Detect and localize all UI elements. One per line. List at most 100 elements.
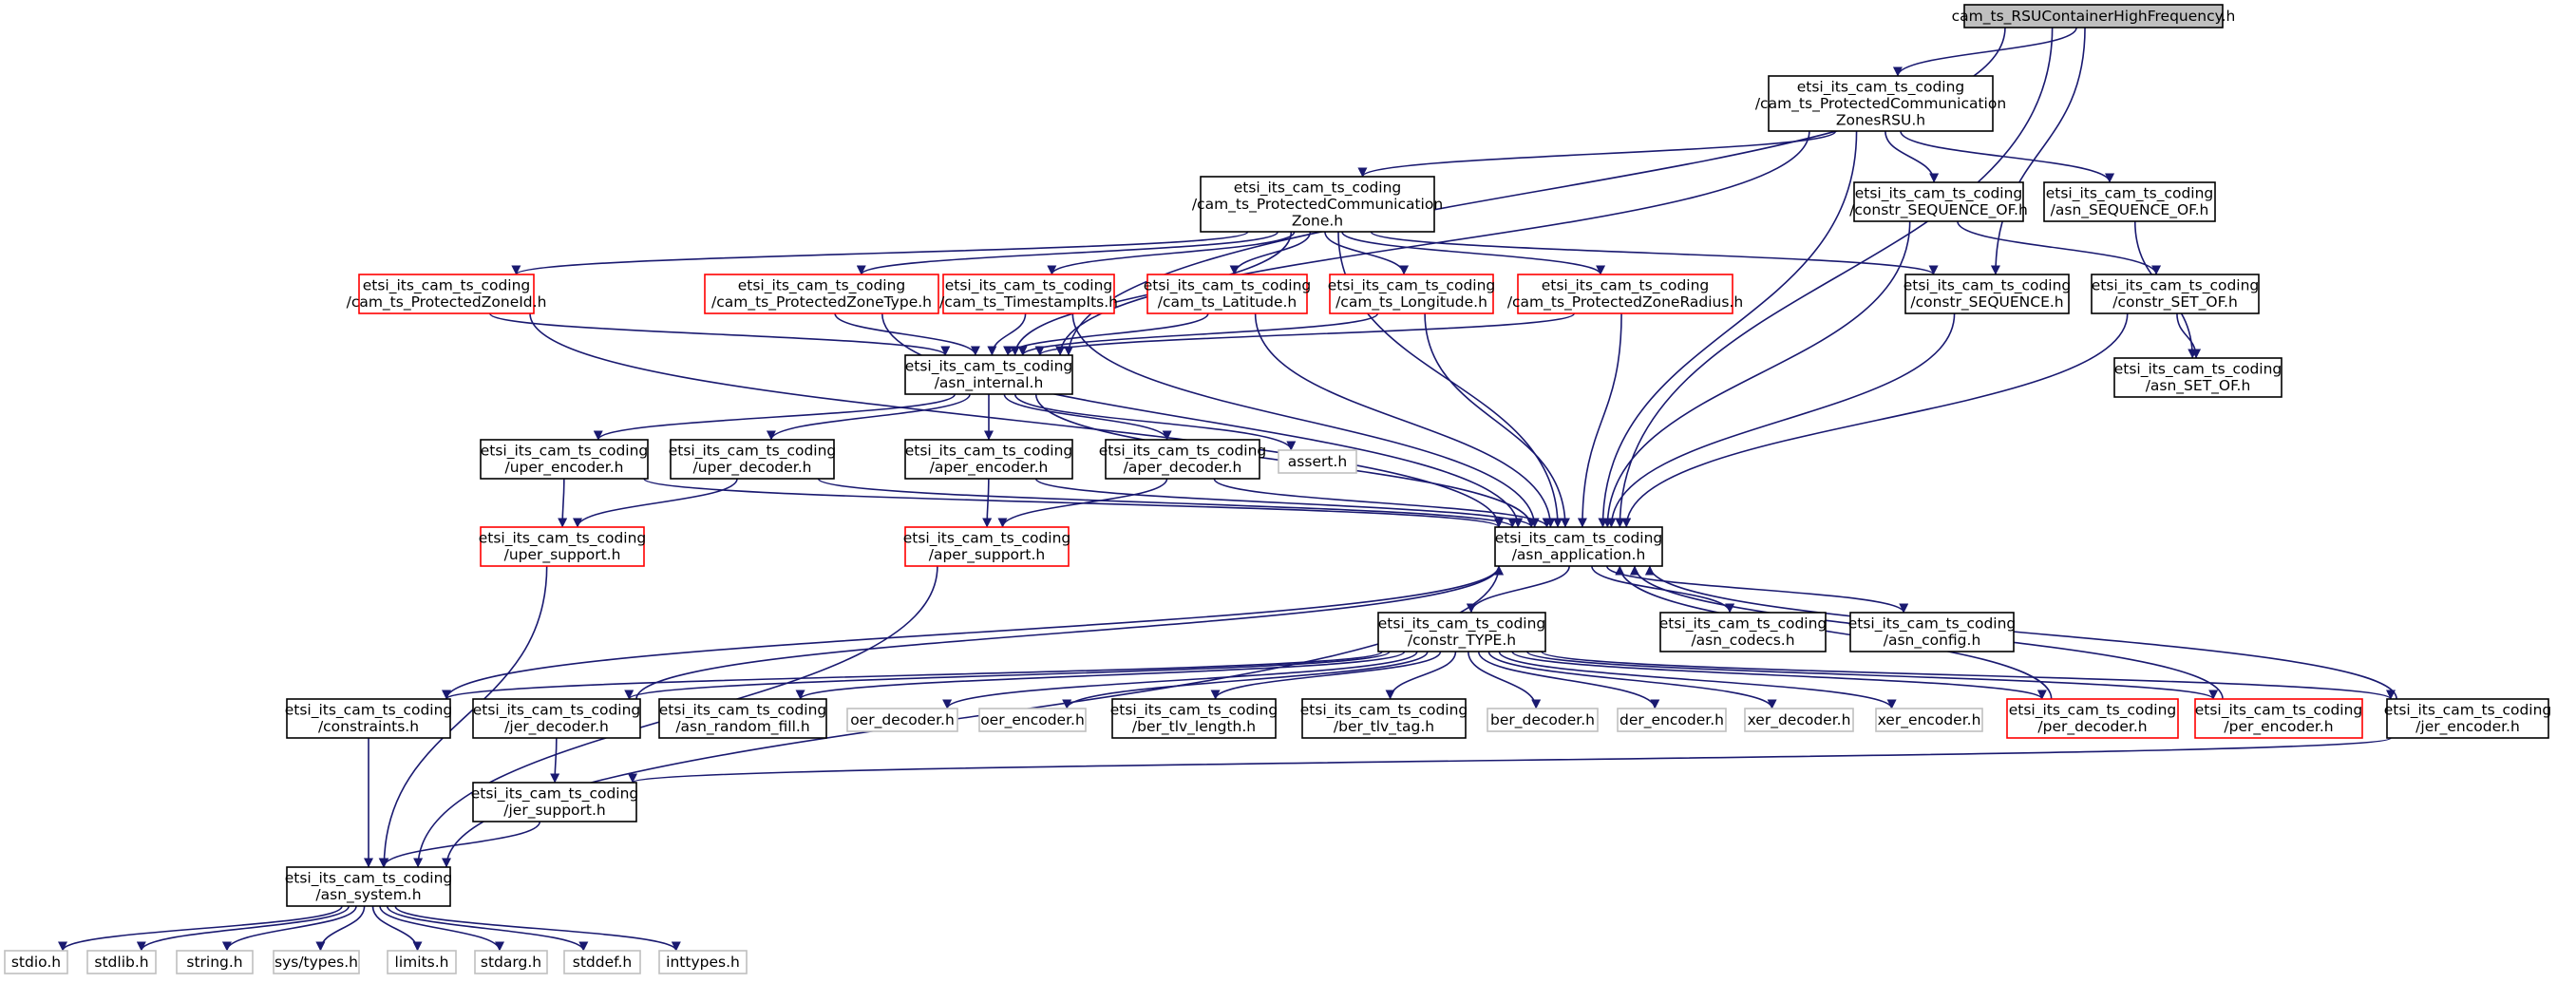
node-box <box>1768 75 1994 132</box>
edge-pzrad-to-app <box>1577 312 1622 528</box>
file-node-pczrsu[interactable]: etsi_its_cam_ts_coding/cam_ts_ProtectedC… <box>1755 75 2006 132</box>
edge-pzid-to-app <box>529 312 1504 528</box>
file-node-stddef[interactable]: stddef.h <box>563 950 641 974</box>
node-label-line: /jer_support.h <box>503 802 605 820</box>
file-node-derenc[interactable]: der_encoder.h <box>1617 708 1727 732</box>
file-node-berdec[interactable]: ber_decoder.h <box>1487 708 1599 732</box>
edge-adec-to-asup <box>997 478 1168 528</box>
node-label-line: Zone.h <box>1292 212 1343 229</box>
file-node-stdio[interactable]: stdio.h <box>4 950 68 974</box>
file-node-constraints[interactable]: etsi_its_cam_ts_coding/constraints.h <box>285 698 453 739</box>
file-node-adec[interactable]: etsi_its_cam_ts_coding/aper_decoder.h <box>1099 439 1267 480</box>
file-node-asetof[interactable]: etsi_its_cam_ts_coding/asn_SET_OF.h <box>2113 357 2282 398</box>
node-label-line: etsi_its_cam_ts_coding <box>285 702 453 720</box>
file-node-rfill[interactable]: etsi_its_cam_ts_coding/asn_random_fill.h <box>658 698 827 739</box>
node-label-line: etsi_its_cam_ts_coding <box>481 443 649 461</box>
file-node-oerdec[interactable]: oer_decoder.h <box>846 708 958 732</box>
edge-lat-to-internal <box>1003 312 1209 356</box>
edge-pcz-to-pzid <box>511 231 1249 275</box>
node-label-line: inttypes.h <box>666 954 740 971</box>
file-node-penc[interactable]: etsi_its_cam_ts_coding/per_encoder.h <box>2194 698 2363 739</box>
node-label-line: etsi_its_cam_ts_coding <box>2092 277 2260 295</box>
file-node-internal[interactable]: etsi_its_cam_ts_coding/asn_internal.h <box>904 354 1073 395</box>
file-node-tsits[interactable]: etsi_its_cam_ts_coding/cam_ts_TimestampI… <box>939 274 1118 314</box>
node-label-line: etsi_its_cam_ts_coding <box>1495 530 1663 548</box>
node-box <box>2386 698 2549 739</box>
file-node-lat[interactable]: etsi_its_cam_ts_coding/cam_ts_Latitude.h <box>1144 274 1312 314</box>
node-label-line: etsi_its_cam_ts_coding <box>2384 702 2552 720</box>
edge-ctype-to-rfill <box>795 651 1406 700</box>
file-node-uenc[interactable]: etsi_its_cam_ts_coding/uper_encoder.h <box>480 439 649 480</box>
edge-internal-to-adec <box>1003 393 1172 441</box>
node-box <box>904 354 1073 395</box>
node-label-line: etsi_its_cam_ts_coding <box>1328 277 1496 295</box>
file-node-cseqof[interactable]: etsi_its_cam_ts_coding/constr_SEQUENCE_O… <box>1849 181 2028 222</box>
file-node-ctype[interactable]: etsi_its_cam_ts_coding/constr_TYPE.h <box>1377 612 1546 652</box>
file-node-pztype[interactable]: etsi_its_cam_ts_coding/cam_ts_ProtectedZ… <box>704 274 939 314</box>
node-label-line: /per_encoder.h <box>2224 718 2333 736</box>
file-node-oerenc[interactable]: oer_encoder.h <box>978 708 1087 732</box>
file-node-cseq[interactable]: etsi_its_cam_ts_coding/constr_SEQUENCE.h <box>1904 274 2072 314</box>
file-node-bertag[interactable]: etsi_its_cam_ts_coding/ber_tlv_tag.h <box>1300 698 1468 739</box>
edge-cseq-to-app <box>1606 312 1956 528</box>
file-node-app[interactable]: etsi_its_cam_ts_coding/asn_application.h <box>1494 526 1663 567</box>
node-label-line: /aper_encoder.h <box>930 459 1049 477</box>
file-node-jsup[interactable]: etsi_its_cam_ts_coding/jer_support.h <box>471 782 639 822</box>
node-label-line: /constr_SET_OF.h <box>2112 293 2238 312</box>
file-node-assert[interactable]: assert.h <box>1278 449 1357 474</box>
file-node-csetof[interactable]: etsi_its_cam_ts_coding/constr_SET_OF.h <box>2091 274 2260 314</box>
file-node-usup[interactable]: etsi_its_cam_ts_coding/uper_support.h <box>479 526 647 567</box>
file-node-inttypes[interactable]: inttypes.h <box>658 950 748 974</box>
file-node-xerenc[interactable]: xer_encoder.h <box>1875 708 1983 732</box>
file-node-system[interactable]: etsi_its_cam_ts_coding/asn_system.h <box>285 866 453 907</box>
node-label-line: etsi_its_cam_ts_coding <box>659 702 827 720</box>
node-box <box>1146 274 1308 314</box>
file-node-xerdec[interactable]: xer_decoder.h <box>1744 708 1854 732</box>
node-box <box>2006 698 2179 739</box>
edge-aenc-to-app <box>1034 478 1537 528</box>
file-node-pcz[interactable]: etsi_its_cam_ts_coding/cam_ts_ProtectedC… <box>1192 176 1443 233</box>
file-node-pzid[interactable]: etsi_its_cam_ts_coding/cam_ts_ProtectedZ… <box>347 274 547 314</box>
node-box <box>472 698 641 739</box>
file-node-asup[interactable]: etsi_its_cam_ts_coding/aper_support.h <box>903 526 1071 567</box>
file-node-jdec[interactable]: etsi_its_cam_ts_coding/jer_decoder.h <box>472 698 641 739</box>
edge-pcz-to-lon <box>1324 231 1410 275</box>
file-node-config[interactable]: etsi_its_cam_ts_coding/asn_config.h <box>1848 612 2017 652</box>
edge-pcz-to-lat <box>1229 231 1312 275</box>
edge-lon-to-app <box>1424 312 1570 528</box>
node-label-line: /jer_encoder.h <box>2415 718 2520 736</box>
file-node-lon[interactable]: etsi_its_cam_ts_coding/cam_ts_Longitude.… <box>1328 274 1496 314</box>
dependency-edges <box>58 27 2397 952</box>
file-node-string[interactable]: string.h <box>176 950 254 974</box>
edge-ctype-to-penc <box>1526 651 2218 700</box>
edge-pcz-to-pzrad <box>1341 231 1605 275</box>
edge-ctype-to-jenc <box>1541 651 2396 700</box>
file-node-udec[interactable]: etsi_its_cam_ts_coding/uper_decoder.h <box>669 439 837 480</box>
node-label-line: etsi_its_cam_ts_coding <box>903 530 1071 548</box>
file-node-aseqof[interactable]: etsi_its_cam_ts_coding/asn_SEQUENCE_OF.h <box>2043 181 2216 222</box>
file-node-pzrad[interactable]: etsi_its_cam_ts_coding/cam_ts_ProtectedZ… <box>1507 274 1743 314</box>
node-box <box>1517 274 1733 314</box>
file-node-codecs[interactable]: etsi_its_cam_ts_coding/asn_codecs.h <box>1659 612 1828 652</box>
node-box <box>4 950 68 974</box>
file-node-bertl[interactable]: etsi_its_cam_ts_coding/ber_tlv_length.h <box>1110 698 1279 739</box>
edge-ctype-to-bertag <box>1385 651 1457 700</box>
file-node-limits[interactable]: limits.h <box>387 950 457 974</box>
file-node-stdarg[interactable]: stdarg.h <box>474 950 548 974</box>
node-box <box>358 274 535 314</box>
node-box <box>474 950 548 974</box>
node-box <box>286 698 451 739</box>
node-label-line: string.h <box>186 954 242 971</box>
edge-app-to-codecs <box>1591 565 1735 614</box>
node-label-line: etsi_its_cam_ts_coding <box>1659 615 1828 633</box>
file-node-aenc[interactable]: etsi_its_cam_ts_coding/aper_encoder.h <box>904 439 1073 480</box>
node-label-line: oer_decoder.h <box>850 711 955 729</box>
file-node-stdlib[interactable]: stdlib.h <box>86 950 157 974</box>
file-node-systypes[interactable]: sys/types.h <box>273 950 360 974</box>
file-node-jenc[interactable]: etsi_its_cam_ts_coding/jer_encoder.h <box>2384 698 2552 739</box>
file-node-pdec[interactable]: etsi_its_cam_ts_coding/per_decoder.h <box>2006 698 2179 739</box>
file-node-root[interactable]: cam_ts_RSUContainerHighFrequency.h <box>1952 4 2236 28</box>
node-label-line: etsi_its_cam_ts_coding <box>905 443 1073 461</box>
edge-internal-to-assert <box>1013 393 1297 451</box>
node-box <box>1744 708 1854 732</box>
